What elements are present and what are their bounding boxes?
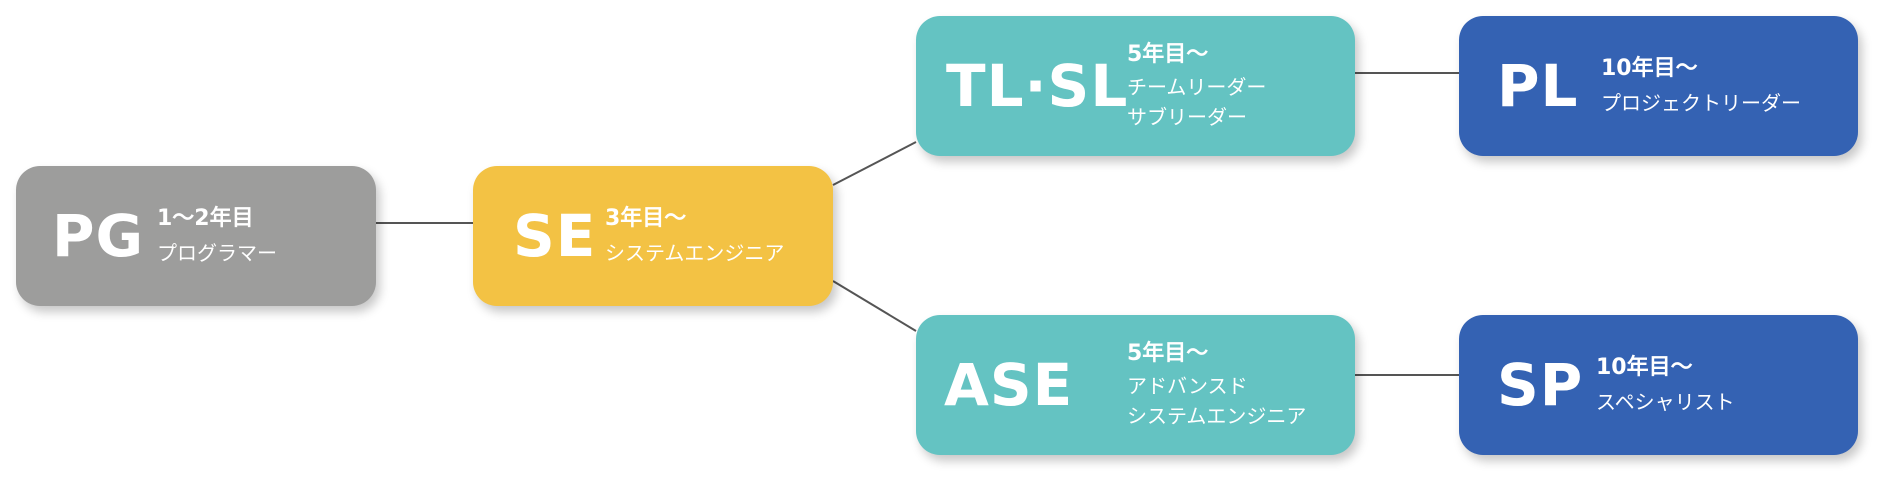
node-years: 5年目〜 (1127, 42, 1209, 67)
node-role: スペシャリスト (1596, 387, 1735, 417)
node-info: 5年目〜 チームリーダー サブリーダー (1127, 40, 1266, 132)
node-role: アドバンスド システムエンジニア (1127, 371, 1306, 431)
node-info: 1〜2年目 プログラマー (157, 204, 277, 268)
connector-se-tlsl (832, 141, 917, 186)
career-node-se: SE 3年目〜 システムエンジニア (473, 166, 833, 306)
node-role-line: チームリーダー (1127, 75, 1267, 99)
node-info: 10年目〜 プロジェクトリーダー (1601, 54, 1801, 118)
node-years: 3年目〜 (605, 206, 687, 231)
node-role: プロジェクトリーダー (1601, 88, 1801, 118)
node-years: 1〜2年目 (157, 206, 254, 231)
node-info: 3年目〜 システムエンジニア (605, 204, 784, 268)
career-node-sp: SP 10年目〜 スペシャリスト (1459, 315, 1858, 455)
node-role: チームリーダー サブリーダー (1127, 72, 1266, 132)
career-node-pg: PG 1〜2年目 プログラマー (16, 166, 376, 306)
node-years: 10年目〜 (1601, 56, 1698, 81)
node-role-line: システムエンジニア (1127, 404, 1307, 428)
node-abbreviation: PG (52, 202, 145, 270)
connector-se-ase (832, 280, 917, 332)
node-info: 10年目〜 スペシャリスト (1596, 353, 1735, 417)
node-role-line: スペシャリスト (1596, 390, 1735, 414)
career-node-ase: ASE 5年目〜 アドバンスド システムエンジニア (916, 315, 1355, 455)
node-info: 5年目〜 アドバンスド システムエンジニア (1127, 339, 1306, 431)
node-role-line: プログラマー (157, 241, 277, 265)
node-role: プログラマー (157, 238, 277, 268)
node-abbreviation: ASE (944, 351, 1074, 419)
node-role-line: アドバンスド (1127, 374, 1248, 398)
node-abbreviation: SE (513, 202, 597, 270)
node-role-line: プロジェクトリーダー (1601, 91, 1801, 115)
career-node-pl: PL 10年目〜 プロジェクトリーダー (1459, 16, 1858, 156)
node-years: 10年目〜 (1596, 355, 1693, 380)
node-role-line: サブリーダー (1127, 105, 1247, 129)
career-node-tlsl: TL·SL 5年目〜 チームリーダー サブリーダー (916, 16, 1355, 156)
node-years: 5年目〜 (1127, 341, 1209, 366)
node-abbreviation: PL (1497, 52, 1579, 120)
node-role: システムエンジニア (605, 238, 784, 268)
node-abbreviation: TL·SL (946, 52, 1129, 120)
node-role-line: システムエンジニア (605, 241, 785, 265)
node-abbreviation: SP (1497, 351, 1584, 419)
